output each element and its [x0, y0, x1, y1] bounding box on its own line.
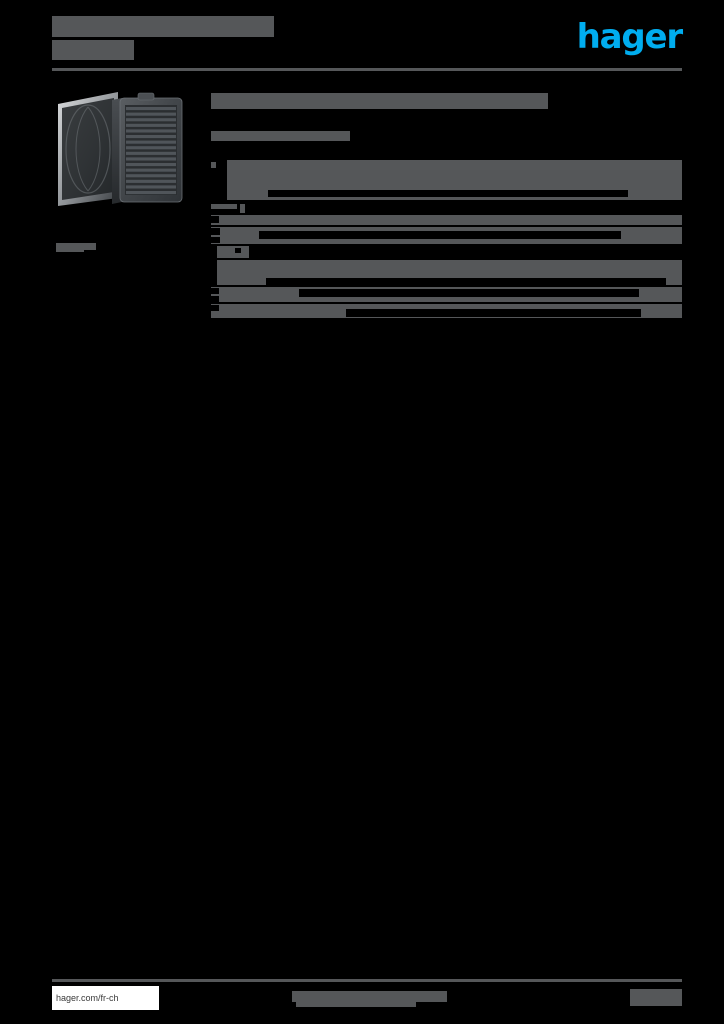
row-value: [346, 309, 641, 317]
table-row: [211, 304, 682, 320]
row-label: [211, 162, 216, 168]
page-footer: hager.com/fr-ch: [52, 986, 682, 1012]
section-subheading: [211, 131, 350, 141]
specification-table: [211, 160, 682, 320]
table-row: [211, 260, 682, 287]
footer-page-number: [630, 989, 682, 1006]
rear-opening: [62, 98, 114, 200]
page-header: hager: [52, 14, 684, 66]
product-image: [52, 86, 186, 214]
product-caption-line2: [56, 246, 84, 252]
louvre-grille: [125, 105, 177, 195]
row-gutter: [211, 246, 217, 258]
footer-url-box[interactable]: hager.com/fr-ch: [52, 986, 159, 1010]
row-gutter2: [211, 296, 219, 302]
row-label: [211, 204, 237, 209]
table-row: [211, 215, 682, 227]
footer-center-subtext: [296, 1002, 416, 1007]
table-row: [211, 204, 682, 215]
row-marker: [235, 248, 241, 253]
document-title-line1: [52, 16, 274, 37]
table-row: [211, 227, 682, 246]
row-label: [217, 246, 249, 258]
header-divider: [52, 68, 682, 71]
row-label: [247, 311, 261, 318]
row-gutter: [211, 260, 217, 285]
row-band: [211, 215, 682, 225]
footer-center-text: [292, 991, 447, 1002]
row-gutter: [211, 216, 219, 223]
table-row: [211, 287, 682, 304]
row-gutter: [211, 288, 219, 294]
row-value: [259, 231, 621, 239]
row-value: [299, 289, 639, 297]
row-gutter: [211, 228, 220, 235]
row-tick: [240, 204, 245, 213]
housing-side: [112, 98, 122, 204]
fan-blades: [65, 104, 111, 194]
row-gutter2: [211, 237, 220, 243]
latch-tab: [137, 92, 155, 101]
row-label: [217, 215, 257, 225]
filter-fan-illustration: [58, 92, 183, 206]
row-gutter: [211, 160, 227, 200]
table-row: [211, 246, 682, 260]
footer-url[interactable]: hager.com/fr-ch: [56, 993, 119, 1003]
document-title-line2: [52, 40, 134, 60]
footer-divider: [52, 979, 682, 982]
row-value: [266, 278, 666, 286]
row-gutter: [211, 305, 219, 311]
row-value: [268, 190, 628, 197]
hager-logo: hager: [576, 17, 684, 57]
section-heading: [211, 93, 548, 109]
table-row: [211, 160, 682, 204]
